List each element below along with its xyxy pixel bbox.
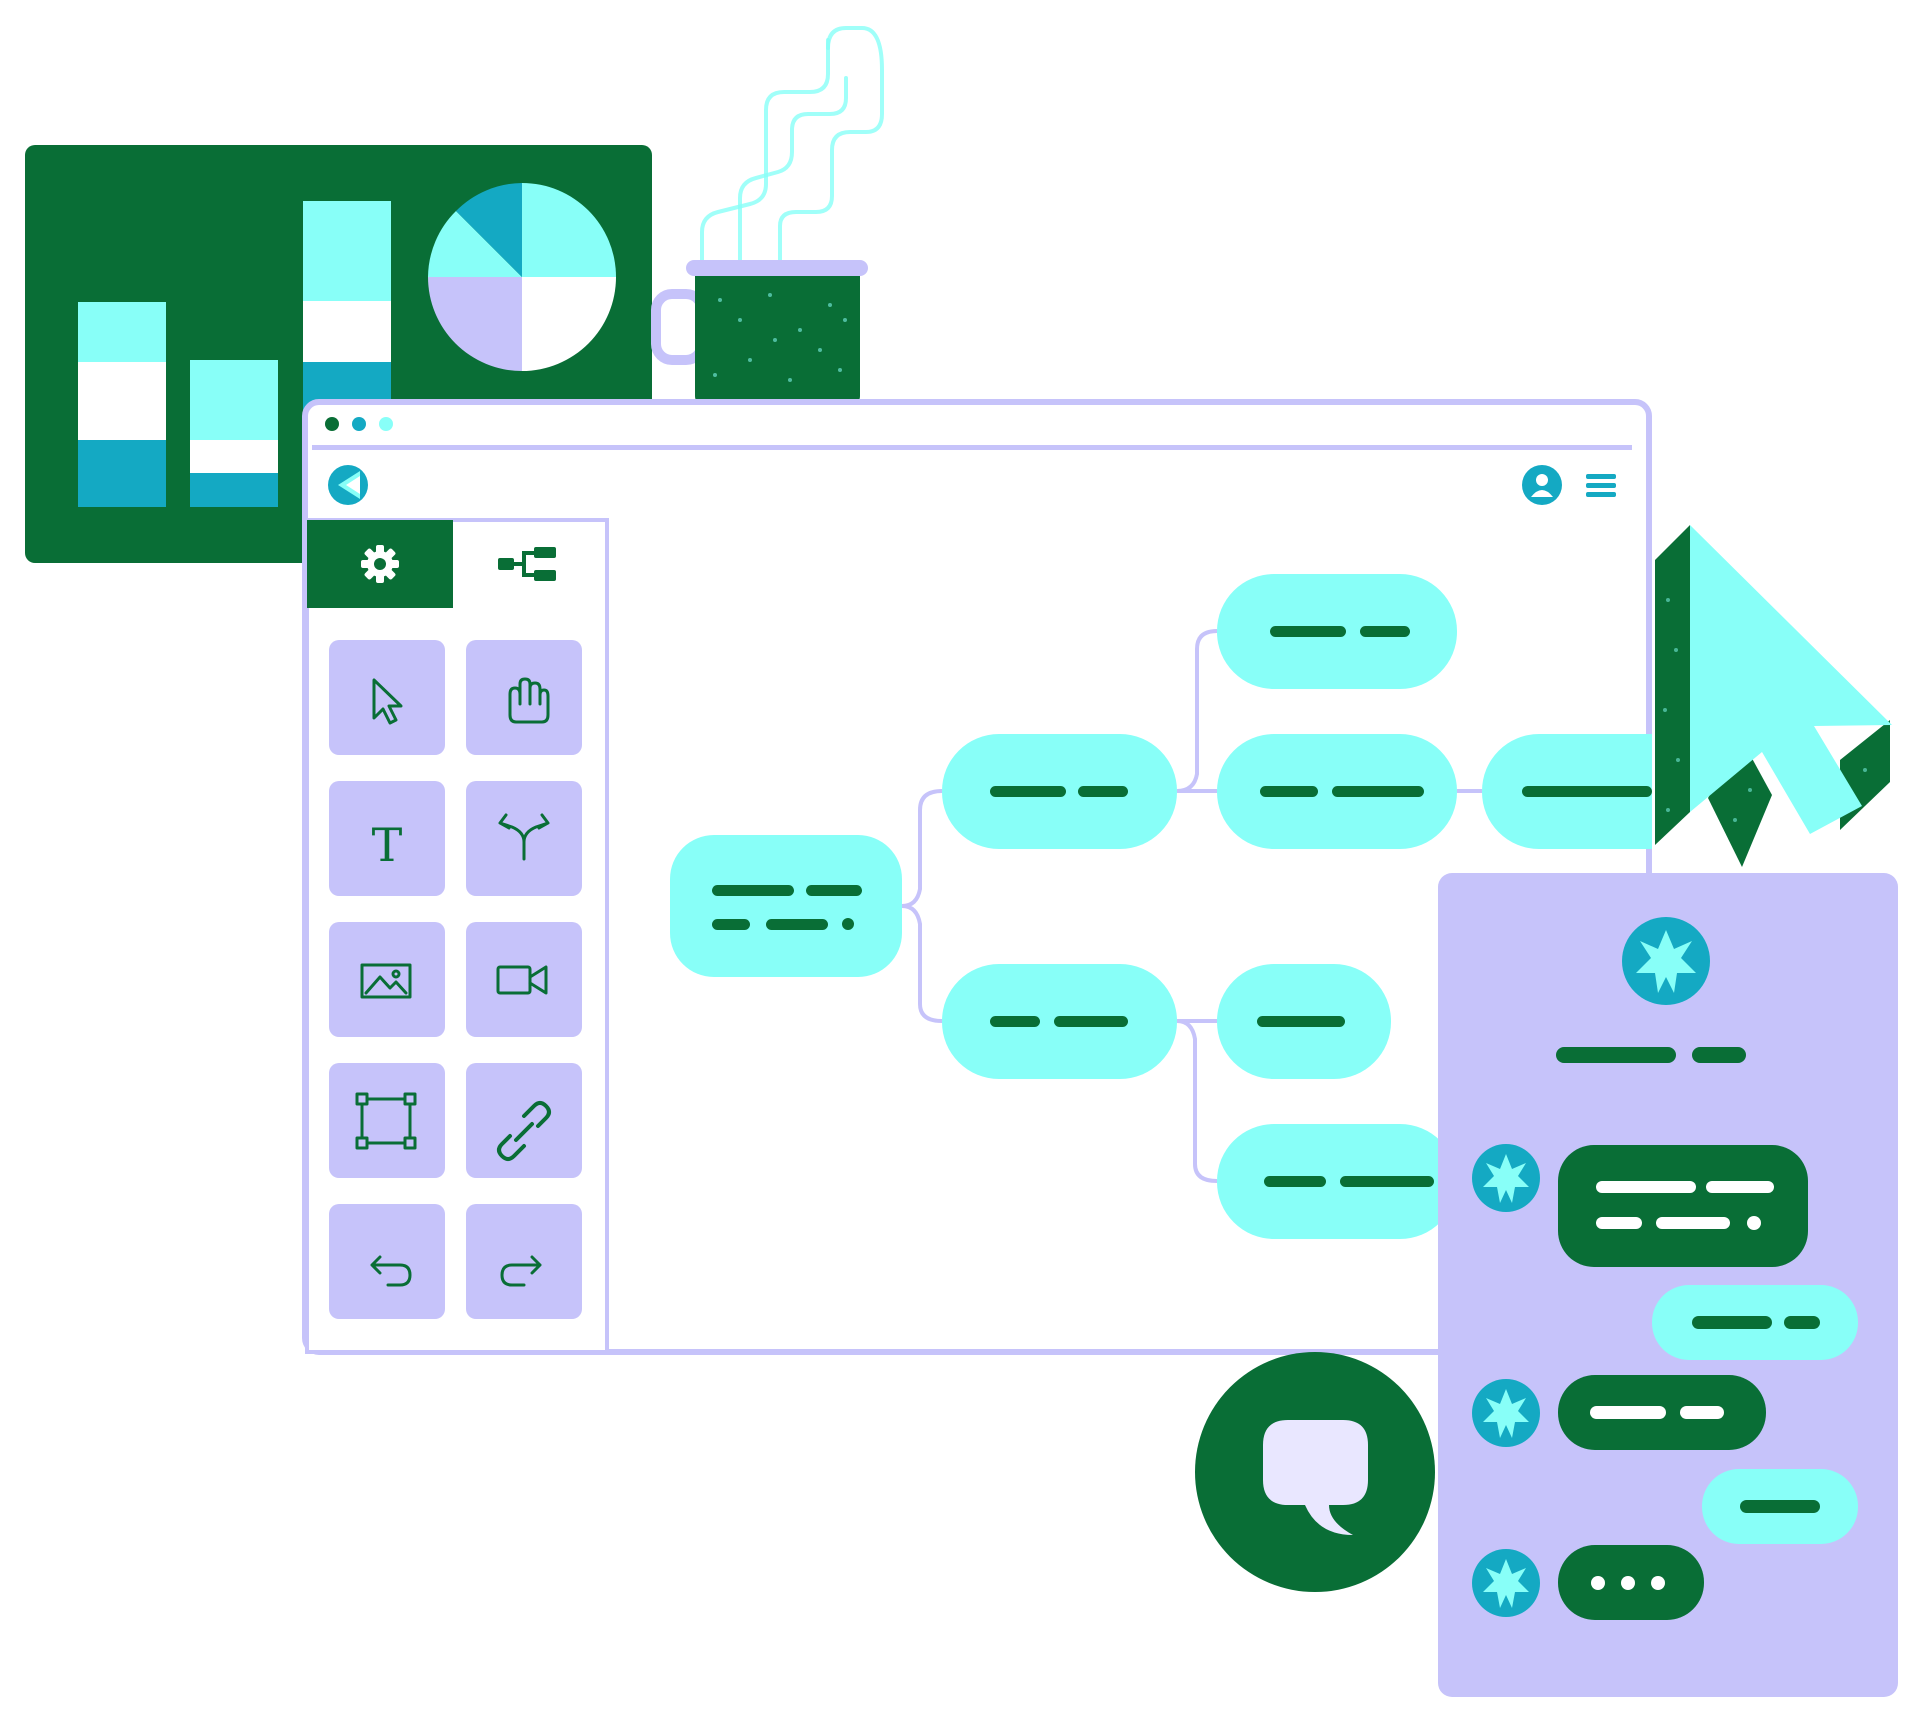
- mindmap-node-a2[interactable]: [1217, 734, 1457, 849]
- chat-title: [1556, 1047, 1676, 1063]
- typing-dot: [1651, 1576, 1665, 1590]
- hamburger-menu-icon[interactable]: [1586, 474, 1616, 497]
- tool-button-image[interactable]: [329, 922, 445, 1037]
- tool-button-undo[interactable]: [329, 1204, 445, 1319]
- speech-bubble-icon: [1263, 1420, 1368, 1535]
- chat-message-bot-typing: [1472, 1545, 1704, 1620]
- tool-button-cursor[interactable]: [329, 640, 445, 755]
- chat-message-user-1: [1652, 1285, 1858, 1360]
- window-dot-dark[interactable]: [325, 417, 339, 431]
- user-avatar-icon[interactable]: [1522, 465, 1562, 505]
- bot-avatar-icon: [1472, 1379, 1540, 1447]
- bar-2: [190, 360, 278, 507]
- gear-icon: [361, 545, 399, 583]
- chat-launcher-button[interactable]: [1193, 1350, 1437, 1594]
- window-dot-teal[interactable]: [352, 417, 366, 431]
- chat-message-bot-1: [1472, 1144, 1808, 1267]
- coffee-mug-icon: [650, 20, 940, 405]
- mindmap-node-b2[interactable]: [1217, 1124, 1457, 1239]
- app-logo-icon[interactable]: [328, 465, 368, 505]
- cursor-icon: [372, 678, 403, 725]
- bar-1: [78, 302, 166, 507]
- undo-icon: [370, 1255, 412, 1287]
- mindmap-node-a1[interactable]: [1217, 574, 1457, 689]
- chat-message-user-2: [1702, 1469, 1858, 1544]
- mindmap-node-b1[interactable]: [1217, 964, 1391, 1079]
- video-camera-icon: [496, 965, 548, 995]
- frame-icon: [355, 1092, 417, 1150]
- tool-button-video[interactable]: [466, 922, 582, 1037]
- tool-button-link[interactable]: [466, 1063, 582, 1178]
- hierarchy-icon: [498, 547, 556, 581]
- typing-dot: [1621, 1576, 1635, 1590]
- tool-button-text[interactable]: [329, 781, 445, 896]
- mindmap-node-root[interactable]: [670, 835, 902, 977]
- mindmap-node-a2-child[interactable]: [1482, 734, 1652, 849]
- bot-avatar-icon: [1472, 1144, 1540, 1212]
- image-icon: [360, 963, 412, 999]
- chat-message-bot-2: [1472, 1375, 1766, 1450]
- tool-button-redo[interactable]: [466, 1204, 582, 1319]
- bot-avatar-icon: [1472, 1549, 1540, 1617]
- hand-icon: [508, 677, 550, 724]
- split-arrows-icon: [498, 813, 550, 861]
- mindmap: [302, 399, 1652, 1355]
- window-dot-aqua[interactable]: [379, 417, 393, 431]
- chat-bot-avatar-icon: [1622, 917, 1710, 1005]
- redo-icon: [500, 1255, 542, 1287]
- pie-chart: [428, 183, 616, 371]
- tab-hierarchy[interactable]: [498, 547, 556, 581]
- tool-grid: [329, 640, 582, 1319]
- typing-dot: [1591, 1576, 1605, 1590]
- mindmap-connectors: [901, 629, 1482, 1183]
- stacked-bar-chart: [78, 201, 391, 507]
- tab-settings[interactable]: [307, 520, 453, 608]
- mindmap-node-a[interactable]: [942, 734, 1177, 849]
- link-icon: [497, 1101, 551, 1161]
- tool-button-hand[interactable]: [466, 640, 582, 755]
- dashboard-card: [25, 145, 652, 563]
- mouse-pointer-icon: [1650, 520, 1900, 870]
- text-icon: T: [372, 818, 403, 872]
- bar-3: [303, 201, 391, 422]
- mindmap-node-b[interactable]: [942, 964, 1177, 1079]
- chat-panel: [1438, 873, 1898, 1697]
